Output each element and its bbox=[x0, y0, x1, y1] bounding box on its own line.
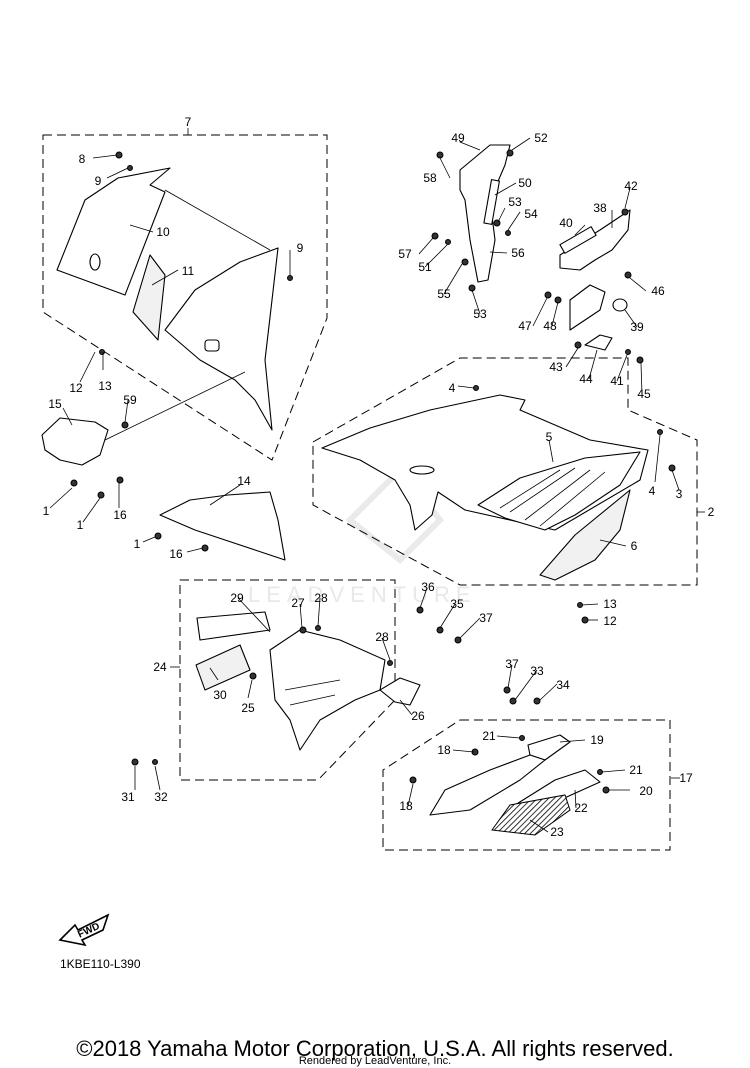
callout-12: 12 bbox=[69, 381, 83, 395]
callout-6: 6 bbox=[631, 539, 638, 553]
callout-23: 23 bbox=[550, 825, 564, 839]
callout-32: 32 bbox=[154, 790, 168, 804]
callout-19: 19 bbox=[590, 733, 604, 747]
callout-24: 24 bbox=[153, 660, 167, 674]
callout-29: 29 bbox=[230, 591, 244, 605]
group-box-24 bbox=[179, 579, 396, 781]
callout-12-b: 12 bbox=[603, 614, 617, 628]
callout-4: 4 bbox=[449, 381, 456, 395]
callout-5: 5 bbox=[546, 430, 553, 444]
callout-50: 50 bbox=[518, 176, 532, 190]
callout-52: 52 bbox=[534, 131, 548, 145]
callout-38: 38 bbox=[593, 201, 607, 215]
callout-45: 45 bbox=[637, 387, 651, 401]
callout-22: 22 bbox=[574, 801, 588, 815]
lower-cowling-part bbox=[269, 629, 386, 751]
callout-20: 20 bbox=[639, 784, 653, 798]
callout-40: 40 bbox=[559, 216, 573, 230]
callout-9-right: 9 bbox=[297, 241, 304, 255]
callout-54: 54 bbox=[524, 207, 538, 221]
callout-14: 14 bbox=[237, 474, 251, 488]
upper-cowling-part bbox=[56, 167, 171, 296]
fwd-arrow-icon: FWD bbox=[58, 913, 110, 947]
callout-51: 51 bbox=[418, 260, 432, 274]
callout-31: 31 bbox=[121, 790, 135, 804]
rendered-by-notice: Rendered by LeadVenture, Inc. bbox=[299, 1055, 451, 1067]
callout-13: 13 bbox=[98, 379, 112, 393]
part-drawings bbox=[41, 144, 676, 836]
callout-1-b: 1 bbox=[77, 518, 84, 532]
callout-3: 3 bbox=[676, 487, 683, 501]
callout-41: 41 bbox=[610, 374, 624, 388]
callout-17: 17 bbox=[679, 771, 693, 785]
callout-labels: 7 8 9 10 11 9 12 13 15 59 1 1 16 1 16 14… bbox=[43, 115, 715, 839]
callout-53-b: 53 bbox=[473, 307, 487, 321]
callout-37-b: 37 bbox=[505, 657, 519, 671]
callout-47: 47 bbox=[518, 319, 532, 333]
diagram-code: 1KBE110-L390 bbox=[60, 957, 141, 971]
callout-49: 49 bbox=[451, 131, 465, 145]
copyright-notice: ©2018 Yamaha Motor Corporation, U.S.A. A… bbox=[76, 1036, 673, 1061]
callout-25: 25 bbox=[241, 701, 255, 715]
graphic-decal-6-part bbox=[539, 489, 631, 581]
callout-56: 56 bbox=[511, 246, 525, 260]
callout-35: 35 bbox=[450, 597, 464, 611]
callout-16-b: 16 bbox=[169, 547, 183, 561]
callout-44: 44 bbox=[579, 372, 593, 386]
bracket-15-part bbox=[41, 417, 109, 466]
callout-7: 7 bbox=[185, 115, 192, 129]
callout-53: 53 bbox=[508, 195, 522, 209]
callout-33: 33 bbox=[530, 664, 544, 678]
callout-18: 18 bbox=[437, 743, 451, 757]
callout-8: 8 bbox=[79, 152, 86, 166]
callout-1-c: 1 bbox=[134, 537, 141, 551]
callout-34: 34 bbox=[556, 678, 570, 692]
callout-16: 16 bbox=[113, 508, 127, 522]
callout-21-b: 21 bbox=[629, 763, 643, 777]
callout-30: 30 bbox=[213, 688, 227, 702]
callout-11: 11 bbox=[182, 264, 195, 278]
callout-46: 46 bbox=[651, 284, 665, 298]
inner-panel-part bbox=[132, 254, 166, 341]
graphic-decal-5-part bbox=[477, 451, 641, 531]
callout-36: 36 bbox=[421, 580, 435, 594]
fwd-label: FWD bbox=[76, 921, 101, 941]
callout-37: 37 bbox=[479, 611, 493, 625]
callout-55: 55 bbox=[437, 287, 451, 301]
callout-4-b: 4 bbox=[649, 484, 656, 498]
callout-21: 21 bbox=[482, 729, 496, 743]
leadventure-watermark: LEADVENTURE bbox=[248, 465, 477, 607]
leader-lines bbox=[49, 128, 705, 833]
callout-43: 43 bbox=[549, 360, 563, 374]
callout-26: 26 bbox=[411, 709, 425, 723]
callout-18-b: 18 bbox=[399, 799, 413, 813]
svg-text:LEADVENTURE: LEADVENTURE bbox=[248, 582, 477, 607]
callout-9: 9 bbox=[95, 174, 102, 188]
group-box-7 bbox=[42, 134, 328, 461]
bracket-14-part bbox=[159, 491, 286, 561]
callout-58: 58 bbox=[423, 171, 437, 185]
group-box-17 bbox=[382, 719, 671, 851]
group-box-2 bbox=[312, 357, 698, 586]
callout-13-b: 13 bbox=[603, 597, 617, 611]
callout-1: 1 bbox=[43, 504, 50, 518]
mesh-23-part bbox=[491, 794, 571, 836]
callout-59: 59 bbox=[123, 393, 137, 407]
callout-28-b: 28 bbox=[375, 630, 389, 644]
callout-48: 48 bbox=[543, 319, 557, 333]
callout-39: 39 bbox=[630, 320, 644, 334]
group-boxes bbox=[42, 134, 698, 851]
callout-2: 2 bbox=[708, 505, 715, 519]
callout-15: 15 bbox=[48, 397, 62, 411]
callout-57: 57 bbox=[398, 247, 412, 261]
callout-28: 28 bbox=[314, 591, 328, 605]
callout-10: 10 bbox=[156, 225, 170, 239]
panel-17-part bbox=[429, 754, 546, 816]
side-cowl-panel-part bbox=[164, 247, 279, 431]
panel-19-part bbox=[527, 734, 571, 761]
callout-27: 27 bbox=[291, 596, 305, 610]
stay-38-part bbox=[559, 209, 631, 271]
callout-42: 42 bbox=[624, 179, 638, 193]
